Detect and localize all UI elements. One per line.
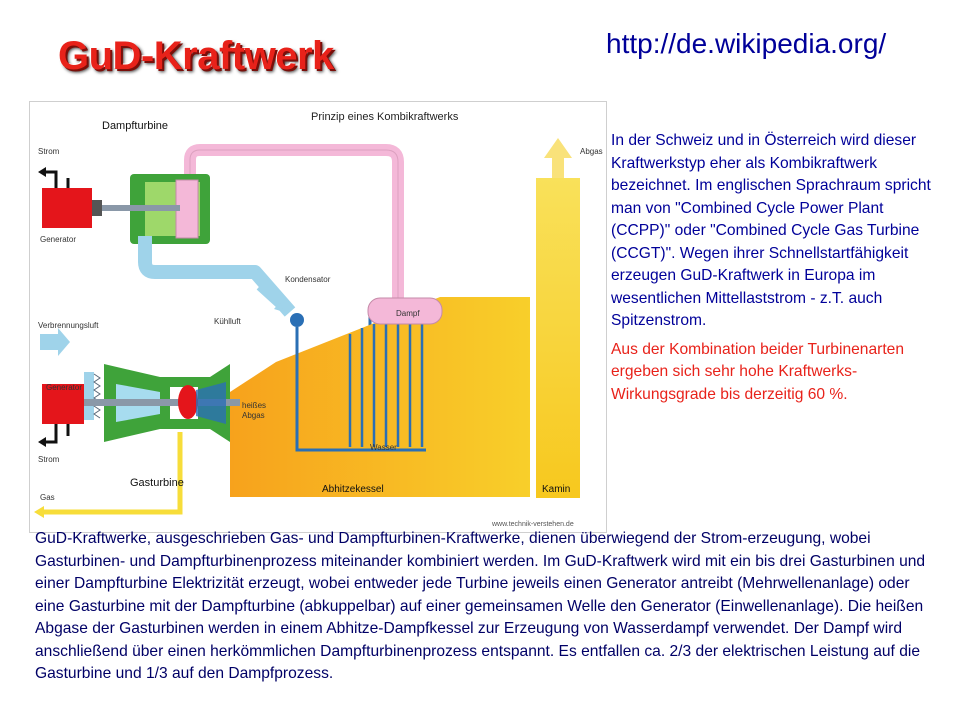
generator-bottom xyxy=(42,384,84,424)
label-kamin: Kamin xyxy=(542,484,570,495)
body-paragraph: GuD-Kraftwerke, ausgeschrieben Gas- und … xyxy=(35,530,926,682)
diagram-credit: www.technik-verstehen.de xyxy=(491,521,574,528)
label-kuehlluft: Kühlluft xyxy=(214,317,241,326)
label-dampf: Dampf xyxy=(396,309,420,318)
label-abgas: Abgas xyxy=(242,411,265,420)
diagram-heading: Prinzip eines Kombikraftwerks xyxy=(311,111,459,123)
label-gasturbine: Gasturbine xyxy=(130,477,184,489)
label-heisses: heißes xyxy=(242,401,266,410)
heat-recovery-boiler xyxy=(230,297,530,497)
air-arrow xyxy=(40,328,70,356)
label-verbrennungsluft: Verbrennungsluft xyxy=(38,321,99,330)
label-strom-bottom: Strom xyxy=(38,455,60,464)
exhaust-steam-pipe xyxy=(138,236,296,317)
label-wasser: Wasser xyxy=(370,443,397,452)
source-url[interactable]: http://de.wikipedia.org/ xyxy=(606,28,887,59)
label-abgas-top: Abgas xyxy=(580,147,603,156)
label-dampfturbine: Dampfturbine xyxy=(102,120,168,132)
label-gas: Gas xyxy=(40,493,55,502)
generator-top xyxy=(42,188,92,228)
label-strom-top: Strom xyxy=(38,147,60,156)
side-text: In der Schweiz und in Österreich wird di… xyxy=(611,130,931,412)
label-abhitzekessel: Abhitzekessel xyxy=(322,484,384,495)
abgas-arrow xyxy=(544,138,572,178)
label-generator-bottom: Generator xyxy=(46,383,82,392)
side-paragraph-1: In der Schweiz und in Österreich wird di… xyxy=(611,132,931,329)
strom-arrow-top xyxy=(38,167,46,177)
chimney xyxy=(536,178,580,498)
label-generator-top: Generator xyxy=(40,235,76,244)
combustion-chamber xyxy=(178,385,198,419)
steam-drum xyxy=(367,297,443,325)
combined-cycle-diagram: Prinzip eines Kombikraftwerks Strom Gene… xyxy=(29,101,607,533)
gas-turbine-shaft xyxy=(70,399,240,406)
page-title: GuD-Kraftwerk xyxy=(58,34,334,78)
condenser xyxy=(290,313,304,327)
diagram-svg: Prinzip eines Kombikraftwerks Strom Gene… xyxy=(34,111,603,528)
side-paragraph-2: Aus der Kombination beider Turbinenarten… xyxy=(611,340,904,403)
label-kondensator: Kondensator xyxy=(285,275,331,284)
gas-pipe xyxy=(44,432,183,515)
strom-arrow-bottom xyxy=(38,437,46,447)
